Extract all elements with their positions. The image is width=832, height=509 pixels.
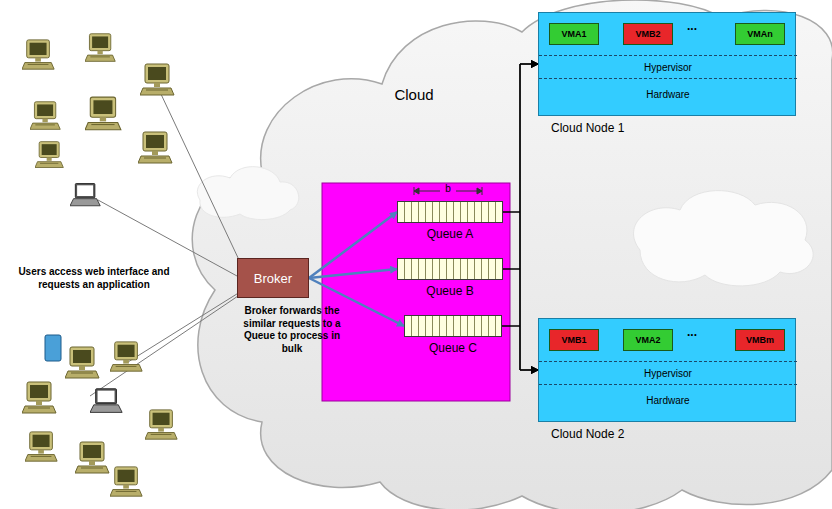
queue-container: [322, 183, 510, 401]
node-text: Hypervisor: [644, 368, 692, 379]
broker-note: Broker forwards the similar requests to …: [236, 305, 348, 355]
user-links: [90, 92, 240, 396]
cloud-node: Cloud Node 1VMA1VMB2VMAnHypervisorHardwa…: [538, 12, 796, 116]
computer-icon: [140, 64, 174, 95]
node-text: VMB2: [635, 29, 660, 39]
node-text: Queue A: [398, 227, 502, 241]
ellipsis: ...: [680, 325, 704, 340]
computer-icon: [85, 34, 115, 62]
dispatch-arrow: [502, 326, 538, 370]
dimension-label: b: [441, 183, 455, 196]
computer-icon: [75, 442, 109, 473]
laptop-icon: [90, 389, 122, 413]
laptop-icon: [70, 184, 100, 206]
computer-icon: [85, 97, 121, 130]
computer-icon: [65, 347, 99, 378]
vm-box: VMBm: [735, 329, 785, 351]
broker-box: Broker: [237, 258, 309, 298]
computer-icon: [138, 132, 172, 163]
node-text: Queue C: [405, 341, 501, 355]
vm-box: VMB2: [623, 23, 673, 45]
queue-box: Queue A: [397, 201, 503, 223]
node-text: Cloud Node 1: [551, 121, 624, 135]
user-computers: [22, 34, 177, 496]
computer-icon: [110, 342, 142, 371]
node-text: Cloud Node 2: [551, 427, 624, 441]
layer-band: Hardware: [539, 387, 797, 413]
node-text: VMA2: [635, 335, 660, 345]
cloud-node: Cloud Node 2VMB1VMA2VMBmHypervisorHardwa…: [538, 318, 796, 422]
inner-cloud: [197, 167, 298, 220]
users-note: Users access web interface and requests …: [8, 266, 180, 291]
layer-band: Hypervisor: [539, 361, 797, 385]
computer-icon: [110, 467, 142, 496]
inner-cloud: [634, 191, 814, 286]
node-text: Hardware: [646, 89, 689, 100]
node-text: Hypervisor: [644, 62, 692, 73]
vm-box: VMAn: [735, 23, 785, 45]
tablet-icon: [45, 335, 61, 361]
cloud-title: Cloud: [384, 86, 444, 105]
dispatch-arrow: [502, 64, 538, 326]
node-text: Queue B: [398, 284, 502, 298]
computer-icon: [30, 102, 60, 130]
vm-box: VMA2: [623, 329, 673, 351]
queue-box: Queue C: [404, 315, 502, 337]
forward-arrow: [309, 212, 397, 278]
node-text: Broker: [254, 271, 292, 286]
ellipsis: ...: [680, 19, 704, 34]
computer-icon: [22, 382, 56, 413]
computer-icon: [22, 40, 54, 69]
node-text: VMB1: [561, 335, 586, 345]
layer-band: Hardware: [539, 81, 797, 107]
node-text: VMAn: [747, 29, 773, 39]
computer-icon: [145, 410, 177, 439]
forward-arrow: [309, 269, 397, 278]
node-text: VMBm: [746, 335, 774, 345]
vm-box: VMA1: [549, 23, 599, 45]
layer-band: Hypervisor: [539, 55, 797, 79]
computer-icon: [25, 432, 57, 461]
vm-box: VMB1: [549, 329, 599, 351]
cloud-outline: [192, 0, 832, 509]
node-text: VMA1: [561, 29, 586, 39]
computer-icon: [35, 142, 63, 168]
node-text: Hardware: [646, 395, 689, 406]
queue-box: Queue B: [397, 258, 503, 280]
